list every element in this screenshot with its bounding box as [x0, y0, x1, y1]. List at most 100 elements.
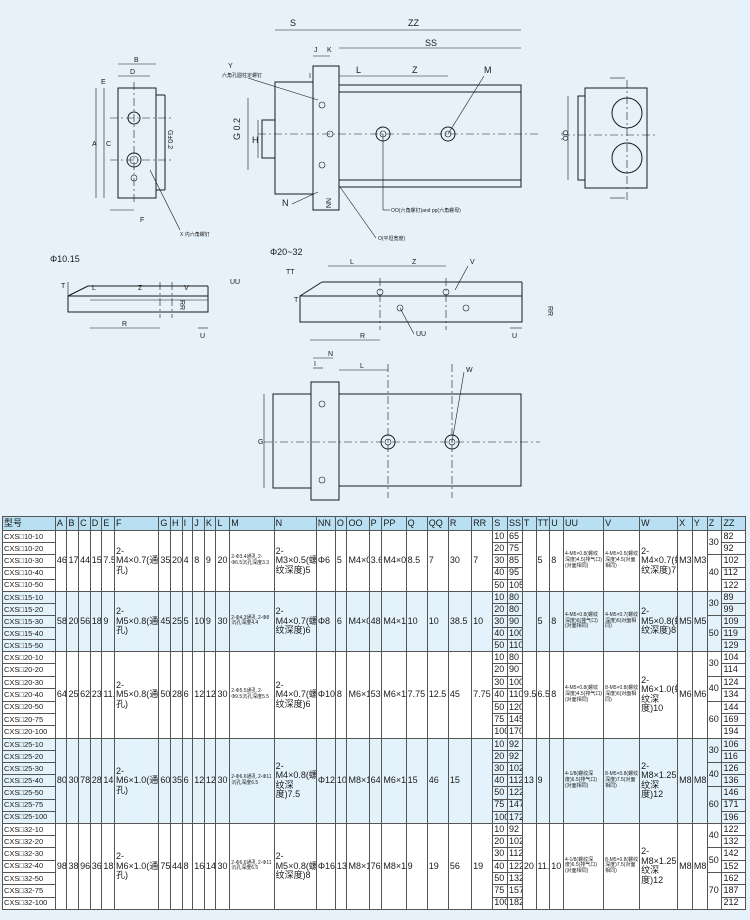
- table-cell: CXS□20-30: [2, 675, 56, 690]
- table-cell: 8-M5×0.8(螺纹深度)6(对面相同): [603, 650, 641, 739]
- table-cell: 75: [492, 713, 509, 727]
- table-cell: Φ8: [315, 590, 336, 652]
- table-cell: 13: [521, 737, 537, 824]
- table-cell: 50: [492, 638, 509, 652]
- table-cell: [471, 737, 494, 824]
- table-cell: 40: [492, 688, 509, 702]
- table-cell: Φ6: [315, 530, 336, 592]
- table-cell: 7.75: [405, 650, 428, 739]
- col-header: Y: [691, 516, 708, 531]
- table-cell: 75: [507, 542, 523, 556]
- table-cell: 75: [492, 798, 509, 812]
- table-cell: 15: [405, 737, 428, 824]
- table-cell: 50: [492, 871, 509, 886]
- table-cell: 9.5: [521, 650, 537, 739]
- col-header: RR: [471, 516, 494, 531]
- table-cell: 30: [492, 762, 509, 776]
- table-cell: M5×0.8×14L: [677, 590, 693, 652]
- section-view-small: Φ10.15 T L Z V UU R U RR: [50, 254, 240, 340]
- table-cell: [521, 530, 537, 592]
- table-cell: 126: [721, 762, 746, 776]
- table-cell: 16: [192, 822, 205, 910]
- table-cell: 7.75: [471, 650, 494, 739]
- table-cell: 2-M5×0.8(通孔): [114, 590, 160, 652]
- col-header: T: [521, 516, 537, 531]
- table-cell: 5: [535, 590, 551, 652]
- table-cell: 20: [66, 590, 80, 652]
- large-dim-z: Z: [412, 259, 417, 266]
- table-cell: 90: [507, 614, 523, 628]
- table-cell: 100: [492, 896, 509, 910]
- table-cell: 60: [158, 737, 171, 824]
- table-cell: 136: [721, 774, 746, 788]
- table-cell: 2-M4×0.7(螺纹深度)6: [273, 650, 317, 739]
- table-cell: 45: [158, 590, 171, 652]
- table-cell: 2-M6×1.0(螺纹深度)10: [639, 650, 679, 739]
- phi-large-label: Φ20~32: [270, 247, 302, 257]
- table-cell: 9: [405, 822, 428, 910]
- table-cell: 92: [721, 542, 746, 556]
- table-cell: 124: [721, 675, 746, 690]
- small-dim-uu: UU: [230, 279, 240, 286]
- phi-small-label: Φ10.15: [50, 254, 80, 264]
- table-cell: 80: [54, 737, 68, 824]
- col-header: B: [66, 516, 80, 531]
- large-dim-u: U: [512, 333, 517, 340]
- large-dim-t: T: [294, 297, 299, 304]
- table-cell: 132: [721, 835, 746, 849]
- table-cell: 4-1/8(螺纹深度)6.5(排气口)(对面相同): [563, 737, 605, 824]
- table-cell: 147: [507, 798, 523, 812]
- table-cell: 157: [507, 884, 523, 898]
- table-cell: 40: [706, 554, 723, 592]
- table-cell: 2-Φ4.3通孔 2-Φ8沉孔深度4.4: [229, 590, 275, 652]
- table-cell: CXS□32-30: [2, 847, 56, 861]
- large-dim-tt: TT: [286, 269, 295, 276]
- table-cell: 20: [492, 750, 509, 764]
- table-cell: 40: [706, 822, 723, 849]
- table-cell: 8: [549, 650, 565, 739]
- table-cell: 89: [721, 590, 746, 604]
- bottom-dim-i: I: [314, 361, 316, 368]
- table-cell: 112: [507, 847, 523, 861]
- col-header: V: [603, 516, 641, 531]
- table-cell: 30: [706, 737, 723, 764]
- table-cell: 9: [101, 590, 116, 652]
- table-cell: Φ16: [315, 822, 336, 910]
- table-header-row: 型号 A B C D E F G H I J K L M N NN O OO P…: [2, 516, 746, 531]
- table-cell: 18: [89, 590, 103, 652]
- table-cell: 182: [507, 896, 523, 910]
- table-group-bore-20: CXS□20-106425622311.52-M5×0.8(通孔)5028612…: [2, 650, 746, 739]
- table-cell: M5×0.8×4L: [691, 590, 708, 652]
- table-row: CXS□32-505013270162: [2, 871, 746, 910]
- table-row: CXS□20-100100170194: [2, 725, 746, 739]
- table-cell: 28: [170, 650, 183, 739]
- table-cell: 162: [721, 871, 746, 886]
- table-cell: 122: [721, 822, 746, 837]
- table-cell: 60: [706, 786, 723, 824]
- col-header: H: [170, 516, 183, 531]
- small-dim-t: T: [61, 283, 66, 290]
- table-cell: 110: [507, 688, 523, 702]
- dim-label-a: A: [92, 141, 97, 148]
- dim-label-f: F: [140, 217, 144, 224]
- col-header: ZZ: [721, 516, 746, 531]
- table-cell: 187: [721, 884, 746, 898]
- table-cell: 30: [215, 650, 231, 739]
- table-cell: 10: [492, 590, 509, 604]
- table-cell: 6.5: [535, 650, 551, 739]
- table-cell: M6×1.0×6L: [691, 650, 708, 739]
- table-cell: 80: [507, 602, 523, 616]
- table-cell: 5: [334, 530, 348, 592]
- table-cell: 40: [492, 859, 509, 874]
- col-header: NN: [315, 516, 336, 531]
- table-cell: 116: [721, 750, 746, 764]
- col-header: Z: [706, 516, 723, 531]
- table-row: CXS□20-303010040124: [2, 675, 746, 702]
- col-header: G: [158, 516, 171, 531]
- technical-drawing: B D E A C F G±0.2 X 内六角螺钉: [50, 18, 656, 501]
- table-cell: 194: [721, 725, 746, 739]
